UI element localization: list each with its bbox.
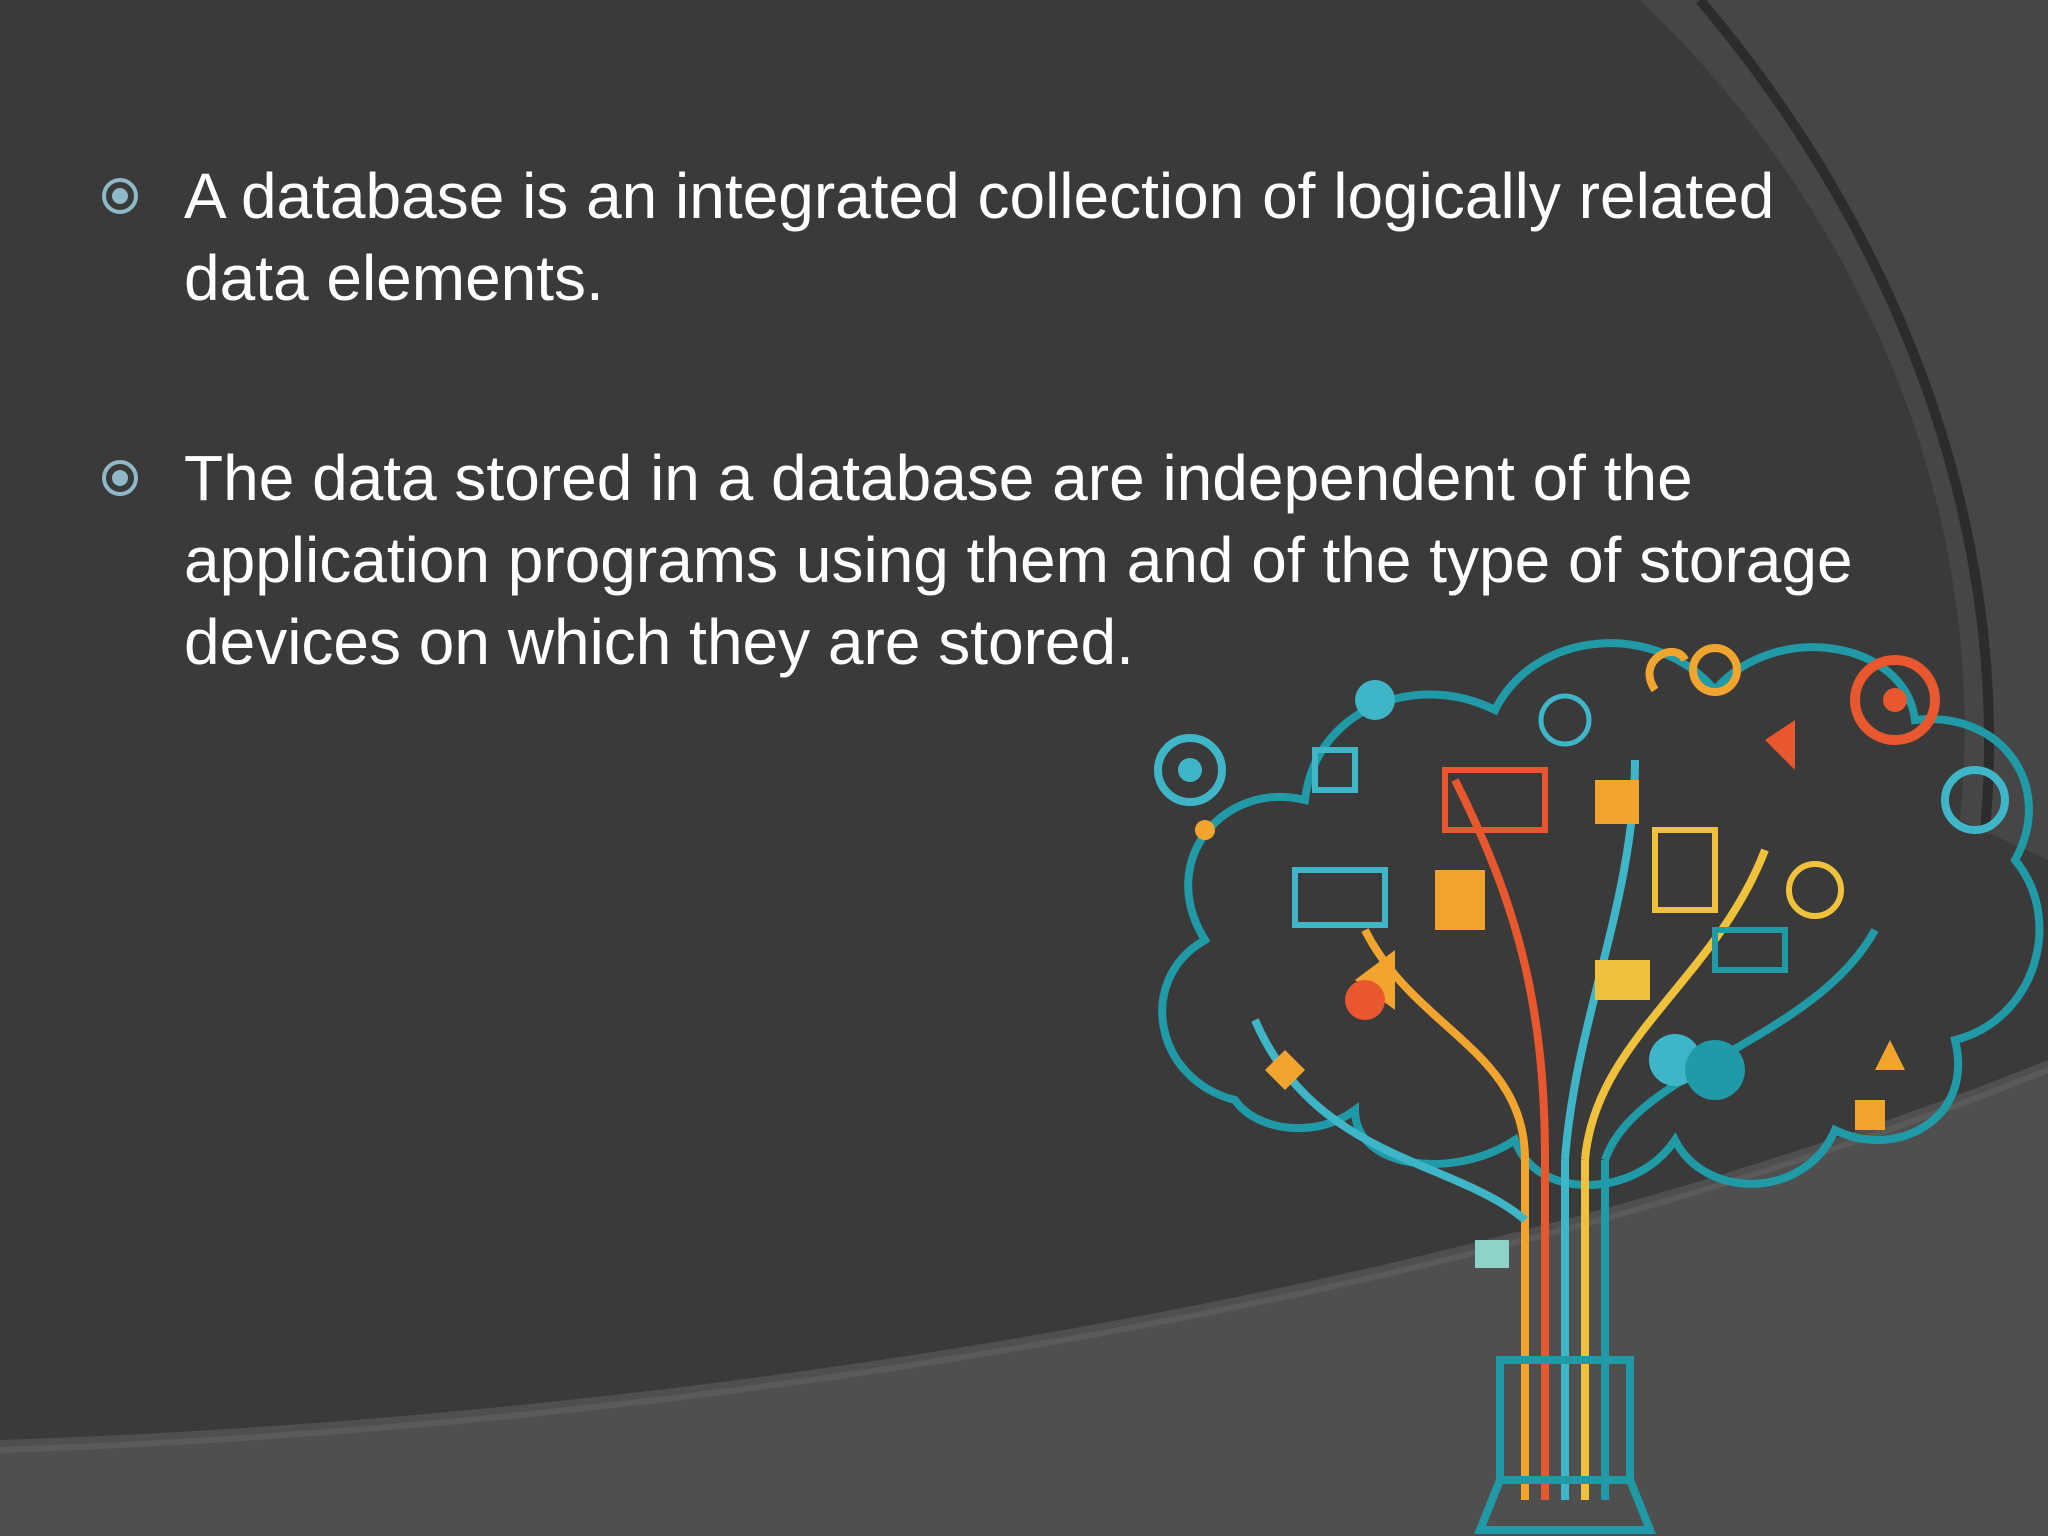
data-tree-illustration [1154, 639, 2044, 1534]
target-bullet-icon [100, 155, 184, 237]
bullet-item: The data stored in a database are indepe… [100, 437, 2000, 683]
bullet-text: A database is an integrated collection o… [184, 160, 1775, 314]
bullet-text: The data stored in a database are indepe… [184, 442, 1853, 678]
bullet-item: A database is an integrated collection o… [100, 155, 2000, 319]
target-bullet-icon [100, 437, 184, 519]
bullet-list: A database is an integrated collection o… [100, 155, 2000, 683]
